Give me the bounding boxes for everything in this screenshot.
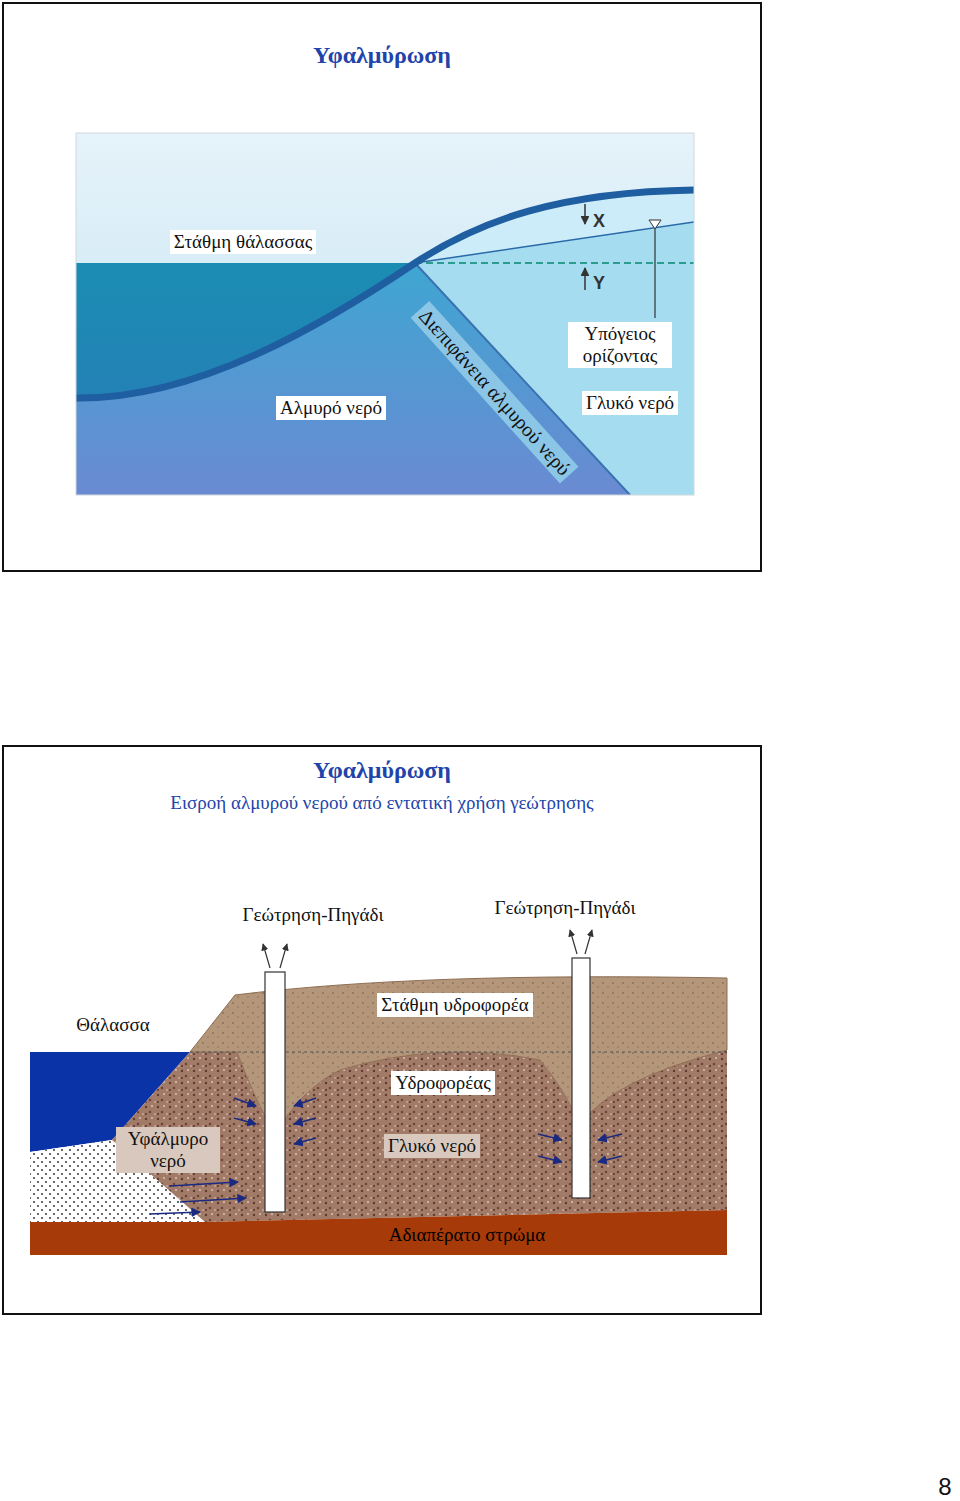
well-label: Γεώτρηση-Πηγάδι bbox=[238, 903, 387, 927]
region-label: Γλυκό νερό bbox=[582, 391, 678, 415]
slide-title: Υφαλμύρωση bbox=[4, 757, 760, 784]
water-level-label: Στάθμη υδροφορέα bbox=[377, 993, 533, 1017]
dimension-label: X bbox=[589, 210, 609, 233]
slide-frame: Υφαλμύρωση bbox=[2, 2, 762, 572]
aquifer-label: Υδροφορέας bbox=[391, 1071, 494, 1095]
region-label: Αλμυρό νερό bbox=[276, 396, 386, 420]
sea-label: Θάλασσα bbox=[72, 1013, 153, 1037]
slide-title: Υφαλμύρωση bbox=[4, 42, 760, 69]
page-number: 8 bbox=[934, 1472, 955, 1501]
well-label: Γεώτρηση-Πηγάδι bbox=[490, 896, 639, 920]
water-level-label: Στάθμη θάλασσας bbox=[170, 230, 316, 254]
layer-label: Αδιαπέρατο στρώμα bbox=[385, 1223, 550, 1247]
region-label: Υφάλμυρο νερό bbox=[116, 1127, 220, 1173]
region-label: Γλυκό νερό bbox=[384, 1134, 480, 1158]
water-table-label: Υπόγειος ορίζοντας bbox=[568, 322, 672, 368]
slide-subtitle: Εισροή αλμυρού νερού από εντατική χρήση … bbox=[4, 792, 760, 814]
dimension-label: Y bbox=[589, 272, 609, 295]
